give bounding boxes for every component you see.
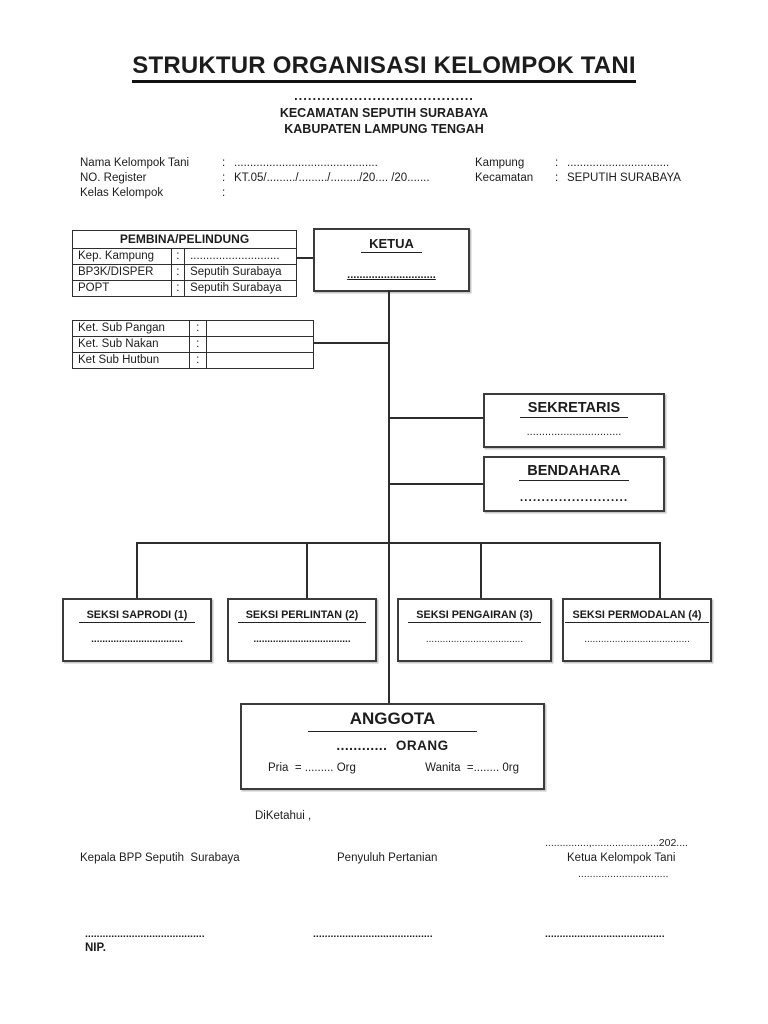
signer-penyuluh: Penyuluh Pertanian <box>337 852 438 864</box>
seksi-name-dots: ................................... <box>253 634 351 645</box>
connector-bendahara <box>390 483 483 485</box>
seksi-title: SEKSI PENGAIRAN (3) <box>408 609 541 623</box>
field-colon: : <box>555 172 559 184</box>
row-label: BP3K/DISPER <box>72 264 172 281</box>
table-row: POPT : Seputih Surabaya <box>72 280 297 297</box>
field-label: Kecamatan <box>475 172 534 184</box>
ketua-title: KETUA <box>361 236 422 253</box>
anggota-pria: Pria = ......... Org <box>268 762 356 774</box>
connector-drop-permodalan <box>659 542 661 598</box>
seksi-pengairan-box: SEKSI PENGAIRAN (3) ....................… <box>397 598 552 662</box>
table-row: Ket. Sub Nakan : <box>72 336 315 353</box>
table-row: Kep. Kampung : .........................… <box>72 248 297 265</box>
seksi-name-dots: ................................... <box>425 634 524 645</box>
row-value: Seputih Surabaya <box>184 280 297 297</box>
anggota-title: ANGGOTA <box>307 709 478 732</box>
row-colon: : <box>170 280 186 297</box>
row-label: POPT <box>72 280 172 297</box>
signature-line-right: ........................................… <box>545 928 665 940</box>
row-value-empty <box>205 320 315 337</box>
connector-sekretaris <box>390 417 483 419</box>
signer-ketua-dots: ............................... <box>578 868 669 880</box>
connector-pembina-ketua <box>297 257 313 259</box>
anggota-count-line: ............ ORANG <box>336 738 449 753</box>
connector-drop-saprodi <box>136 542 138 598</box>
field-value-dots: ................................ <box>567 157 670 169</box>
field-colon: : <box>222 157 226 169</box>
signature-line-middle: ........................................… <box>313 928 433 940</box>
row-label: Ket. Sub Nakan <box>72 336 190 353</box>
field-value-dots: KT.05/........./........./........./20..… <box>234 172 430 184</box>
table-row: PEMBINA/PELINDUNG <box>72 230 297 249</box>
field-colon: : <box>222 187 226 199</box>
table-row: Ket Sub Hutbun : <box>72 352 315 369</box>
field-no-register: NO. Register : KT.05/........./.........… <box>80 171 430 186</box>
field-colon: : <box>555 157 559 169</box>
field-label: Kelas Kelompok <box>80 187 164 199</box>
pembina-header: PEMBINA/PELINDUNG <box>72 230 297 249</box>
connector-drop-pengairan <box>480 542 482 598</box>
row-label: Ket Sub Hutbun <box>72 352 190 369</box>
page-title: STRUKTUR ORGANISASI KELOMPOK TANI <box>132 52 636 83</box>
header: STRUKTUR ORGANISASI KELOMPOK TANI <box>0 52 768 83</box>
row-colon: : <box>170 248 186 265</box>
row-colon: : <box>188 336 207 353</box>
seksi-title: SEKSI SAPRODI (1) <box>78 609 196 623</box>
field-label: Nama Kelompok Tani <box>80 157 190 169</box>
date-line-dots: ...............,.......................2… <box>545 837 688 849</box>
connector-subtable <box>314 342 390 344</box>
seksi-title: SEKSI PERMODALAN (4) <box>564 609 710 623</box>
nip-label: NIP. <box>85 942 106 954</box>
row-value: Seputih Surabaya <box>184 264 297 281</box>
pembina-table: PEMBINA/PELINDUNG Kep. Kampung : .......… <box>72 230 297 297</box>
connector-main-vertical <box>388 290 390 704</box>
row-colon: : <box>188 352 207 369</box>
row-value-dots: ............................ <box>184 248 297 265</box>
signature-line-left: ........................................… <box>85 928 205 940</box>
table-row: Ket. Sub Pangan : <box>72 320 315 337</box>
seksi-saprodi-box: SEKSI SAPRODI (1) ......................… <box>62 598 212 662</box>
anggota-box: ANGGOTA ............ ORANG Pria = ......… <box>240 703 545 790</box>
sekretaris-name-dots: ............................... <box>526 426 622 438</box>
bendahara-title: BENDAHARA <box>519 463 629 481</box>
seksi-name-dots: ...................................... <box>584 634 690 645</box>
sekretaris-title: SEKRETARIS <box>519 400 629 418</box>
connector-drop-perlintan <box>306 542 308 598</box>
seksi-name-dots: ................................. <box>91 634 183 645</box>
seksi-permodalan-box: SEKSI PERMODALAN (4) ...................… <box>562 598 712 662</box>
row-value-empty <box>205 336 315 353</box>
bendahara-name-dots: ......................... <box>519 490 629 504</box>
ket-sub-table: Ket. Sub Pangan : Ket. Sub Nakan : Ket S… <box>72 320 315 369</box>
seksi-title: SEKSI PERLINTAN (2) <box>237 609 367 623</box>
field-label: NO. Register <box>80 172 147 184</box>
subtitle-kecamatan: KECAMATAN SEPUTIH SURABAYA <box>279 106 489 120</box>
table-row: BP3K/DISPER : Seputih Surabaya <box>72 264 297 281</box>
field-label: Kampung <box>475 157 525 169</box>
field-value: SEPUTIH SURABAYA <box>567 172 681 184</box>
subtitle-kabupaten: KABUPATEN LAMPUNG TENGAH <box>284 122 484 136</box>
sekretaris-box: SEKRETARIS .............................… <box>483 393 665 448</box>
row-colon: : <box>170 264 186 281</box>
row-label: Kep. Kampung <box>72 248 172 265</box>
field-nama-kelompok-tani: Nama Kelompok Tani : ...................… <box>80 156 378 171</box>
signer-kepala-bpp: Kepala BPP Seputih Surabaya <box>80 852 240 864</box>
row-label: Ket. Sub Pangan <box>72 320 190 337</box>
field-colon: : <box>222 172 226 184</box>
bendahara-box: BENDAHARA ......................... <box>483 456 665 512</box>
anggota-wanita: Wanita =........ 0rg <box>425 762 519 774</box>
signer-ketua-kelompok: Ketua Kelompok Tani <box>567 852 676 864</box>
field-kampung: Kampung : ..............................… <box>475 156 669 171</box>
field-kelas-kelompok: Kelas Kelompok : <box>80 186 234 201</box>
connector-seksi-bus <box>136 542 661 544</box>
ketua-name-dots: ............................. <box>347 269 436 281</box>
field-value-dots: ........................................… <box>234 157 378 169</box>
acknowledged-label: DiKetahui , <box>255 810 312 822</box>
title-dotted-line: ....................................... <box>294 88 474 103</box>
row-value-empty <box>205 352 315 369</box>
field-kecamatan: Kecamatan : SEPUTIH SURABAYA <box>475 171 681 186</box>
seksi-perlintan-box: SEKSI PERLINTAN (2) ....................… <box>227 598 377 662</box>
row-colon: : <box>188 320 207 337</box>
ketua-box: KETUA ............................. <box>313 228 470 292</box>
